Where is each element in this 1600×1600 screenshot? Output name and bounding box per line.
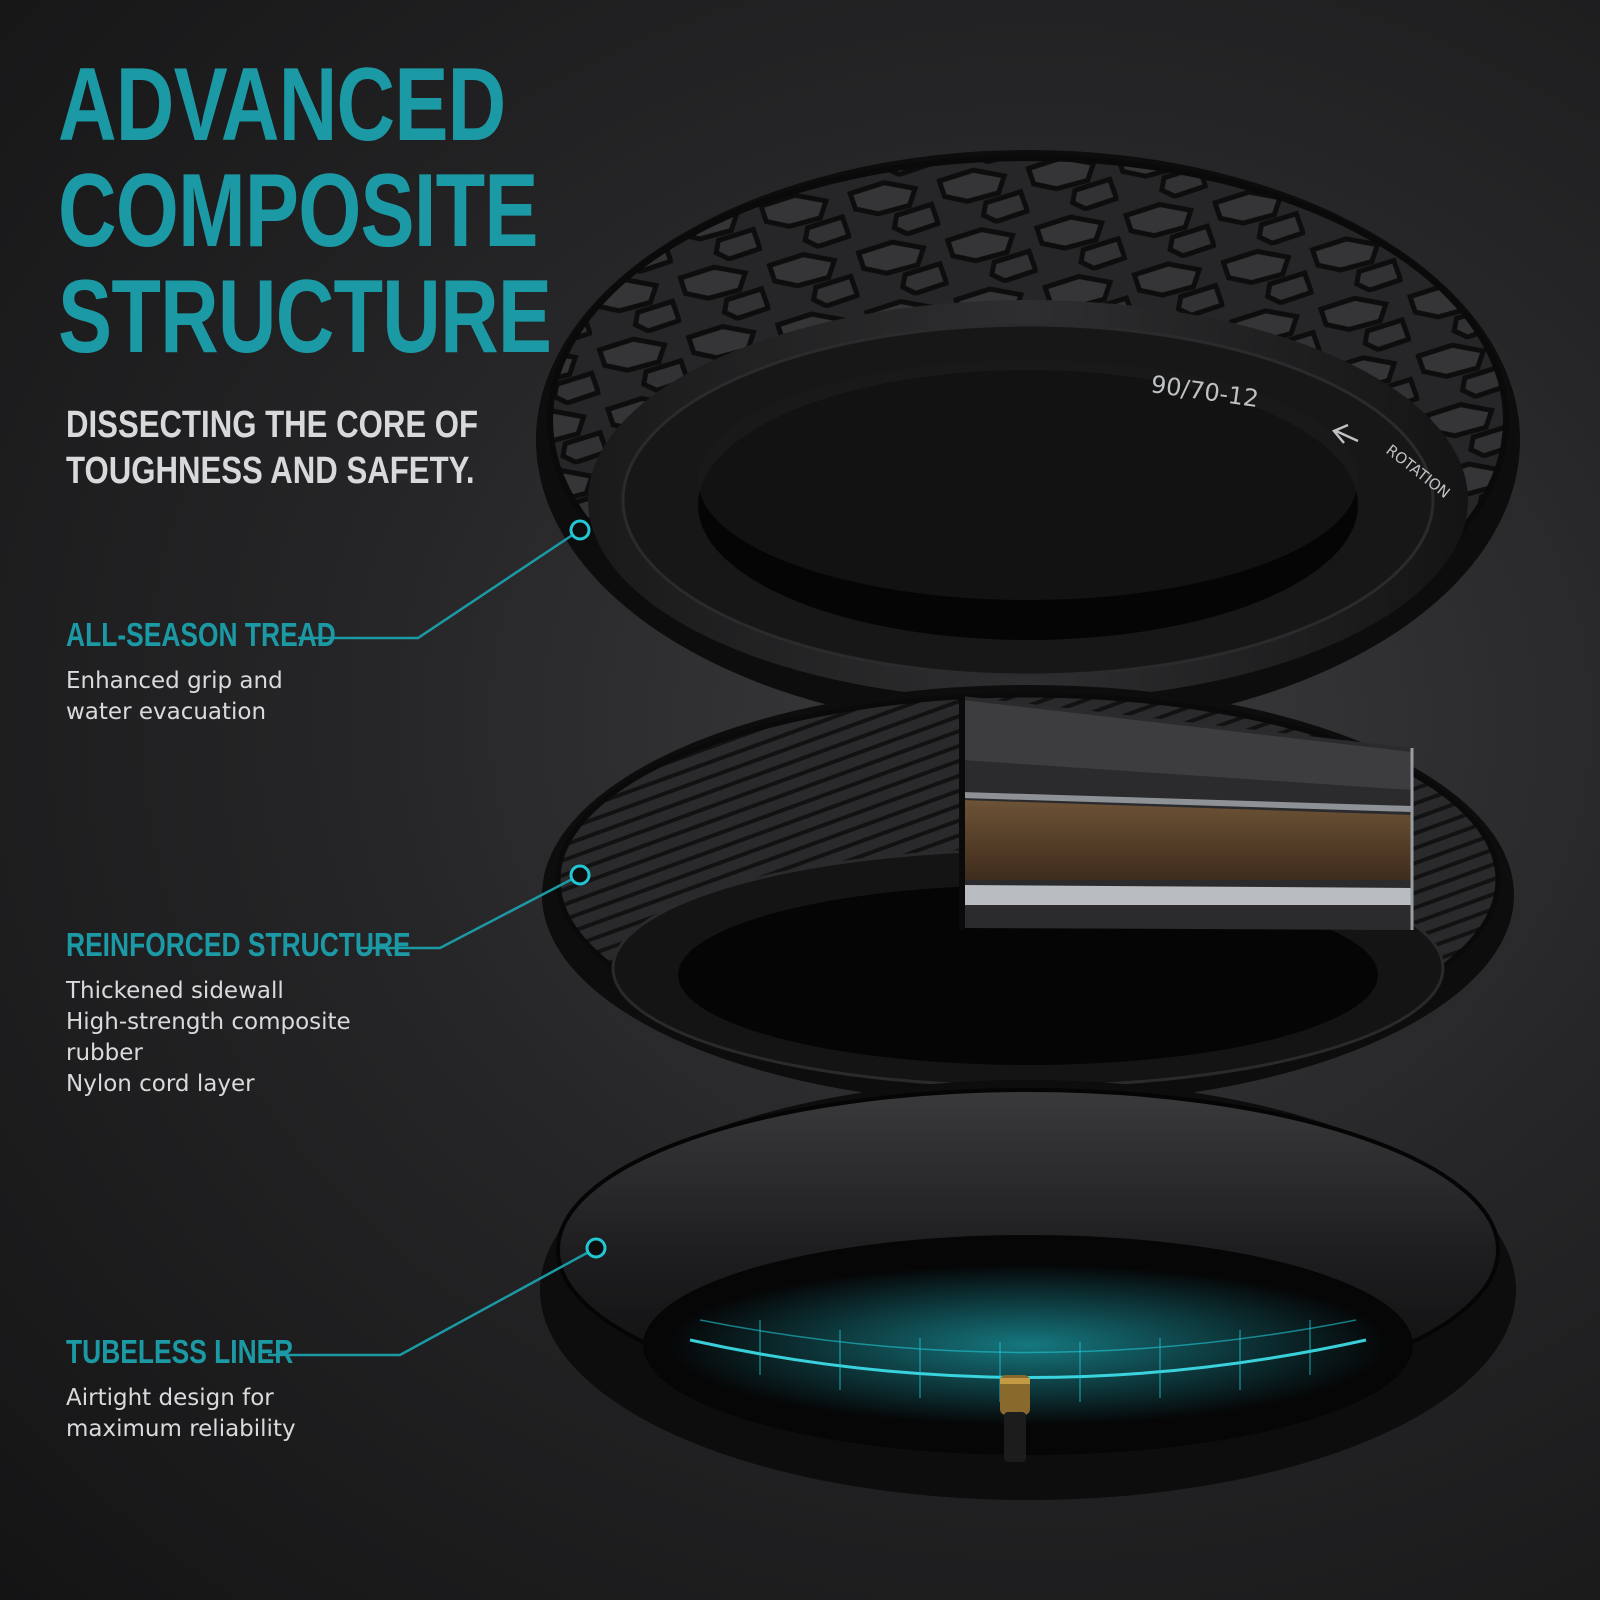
callout-lines — [268, 528, 597, 1357]
feature-title-structure: REINFORCED STRUCTURE — [66, 926, 411, 963]
feature-desc-liner: Airtight design for maximum reliability — [66, 1383, 296, 1445]
feature-desc-line: rubber — [66, 1040, 143, 1066]
title-line-3: STRUCTURE — [58, 259, 552, 375]
feature-title-liner: TUBELESS LINER — [66, 1333, 294, 1370]
feature-desc-line: Thickened sidewall — [66, 978, 284, 1004]
callout-dot-tread — [569, 519, 591, 541]
callout-markers — [569, 519, 607, 1259]
callout-line-liner — [268, 1246, 597, 1357]
subtitle-line-1: DISSECTING THE CORE OF — [66, 404, 479, 446]
callout-dot-structure — [569, 864, 591, 886]
feature-desc-line: High-strength composite — [66, 1009, 351, 1035]
callout-line-tread — [298, 528, 581, 640]
callout-line-structure — [358, 873, 581, 950]
tubeless-liner-tube — [540, 1080, 1516, 1500]
cutaway-layer-section — [959, 696, 1414, 930]
feature-desc-line: maximum reliability — [66, 1416, 296, 1442]
subtitle-line-2: TOUGHNESS AND SAFETY. — [66, 450, 475, 492]
tread-tire: 90/70-12 ROTATION — [536, 150, 1520, 730]
feature-desc-line: Nylon cord layer — [66, 1071, 255, 1097]
main-title: ADVANCED COMPOSITE STRUCTURE — [58, 47, 552, 375]
callout-dot-liner — [585, 1237, 607, 1259]
title-line-1: ADVANCED — [58, 47, 506, 163]
reinforced-casing — [542, 685, 1514, 1105]
feature-desc-tread: Enhanced grip and water evacuation — [66, 666, 283, 728]
feature-title-tread: ALL-SEASON TREAD — [66, 616, 336, 653]
feature-desc-line: Airtight design for — [66, 1385, 274, 1411]
valve-stem-icon — [1000, 1375, 1030, 1462]
subtitle: DISSECTING THE CORE OF TOUGHNESS AND SAF… — [66, 402, 478, 494]
title-line-2: COMPOSITE — [58, 153, 539, 269]
feature-desc-line: Enhanced grip and — [66, 668, 283, 694]
feature-desc-line: water evacuation — [66, 699, 267, 725]
feature-desc-structure: Thickened sidewall High-strength composi… — [66, 976, 351, 1100]
rotation-arrow-icon — [1331, 423, 1359, 444]
